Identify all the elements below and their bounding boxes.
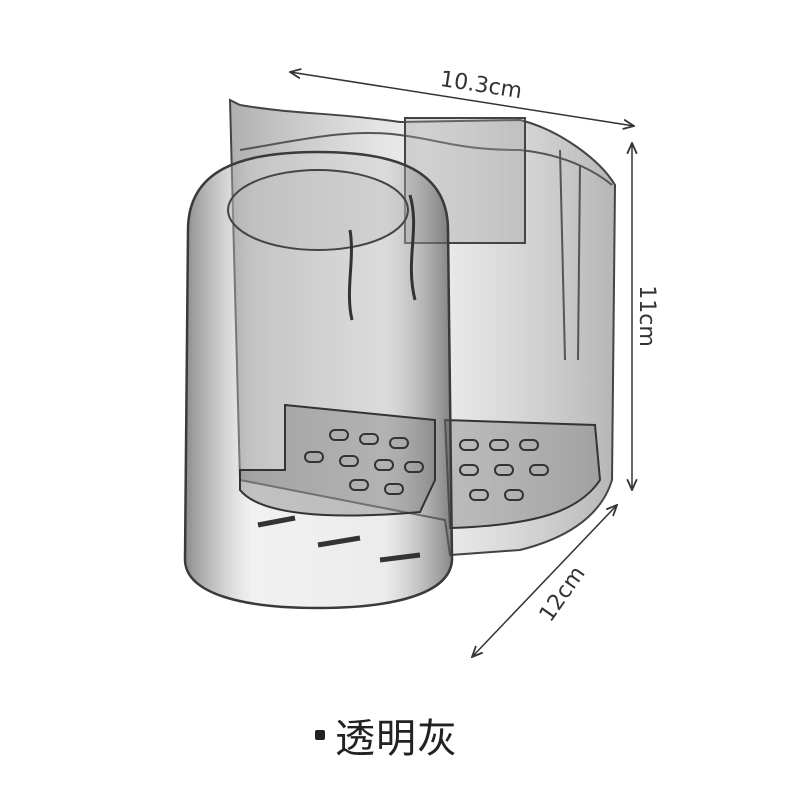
color-variant-caption: 透明灰	[315, 706, 458, 764]
depth-dimension	[472, 505, 617, 657]
depth-label: 12cm	[535, 562, 591, 627]
height-label: 11cm	[634, 285, 659, 347]
width-dimension	[290, 72, 634, 126]
width-label: 10.3cm	[438, 67, 523, 104]
color-label: 透明灰	[335, 716, 458, 762]
bullet-icon	[315, 730, 325, 740]
cup	[183, 150, 454, 610]
